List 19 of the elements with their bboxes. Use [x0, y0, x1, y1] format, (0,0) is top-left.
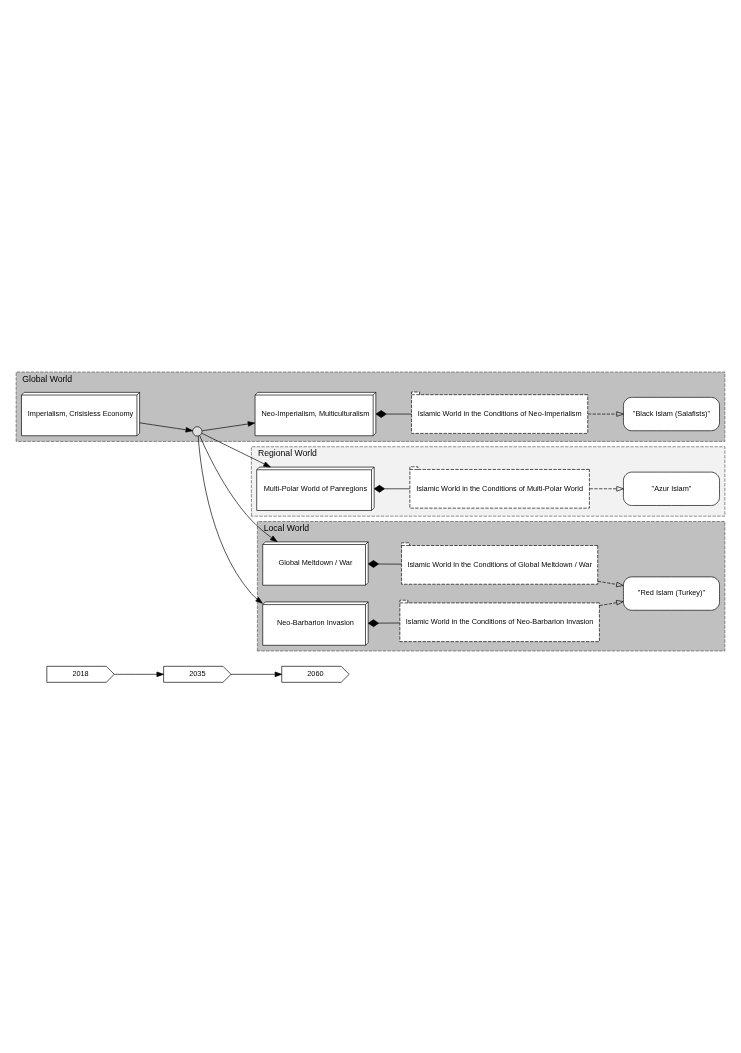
arrow [230, 671, 283, 677]
connector [367, 619, 401, 627]
node-box: "Azur Islam" [623, 471, 720, 506]
connector [373, 485, 411, 493]
arrow [597, 580, 624, 588]
node-box: "Black Islam (Salafists)" [623, 397, 720, 432]
arrow [201, 432, 271, 468]
arrow [201, 421, 256, 432]
node-circle [192, 426, 203, 437]
arrow [113, 671, 164, 677]
node-box: "Red Islam (Turkey)" [623, 576, 720, 611]
arrow [197, 435, 263, 604]
arrow [589, 486, 624, 492]
arrow [599, 600, 624, 606]
arrow [139, 422, 193, 433]
arrow [199, 435, 278, 543]
connector [367, 560, 402, 568]
arrow [587, 411, 624, 417]
connector [375, 410, 412, 418]
